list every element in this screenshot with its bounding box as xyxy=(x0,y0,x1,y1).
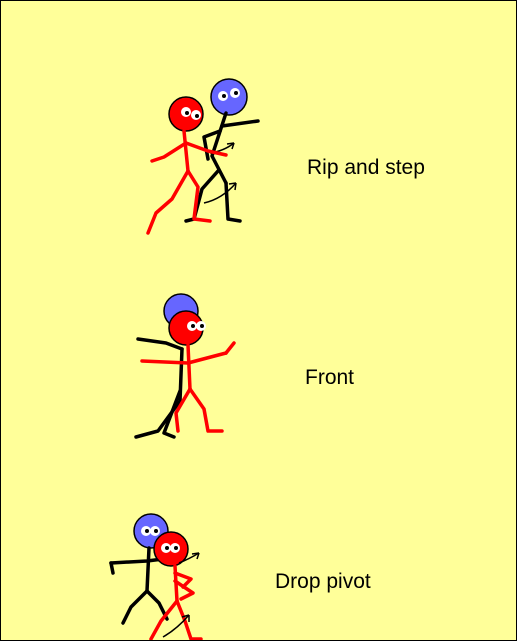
rip-and-step-illustration xyxy=(136,71,276,246)
move-label-front: Front xyxy=(305,367,354,388)
drop-pivot-illustration xyxy=(101,511,221,641)
red-player-figure xyxy=(148,97,226,233)
move-label-rip-and-step: Rip and step xyxy=(307,157,425,178)
move-label-drop-pivot: Drop pivot xyxy=(275,571,371,592)
front-illustration xyxy=(126,291,256,456)
blue-player-figure xyxy=(111,514,168,623)
red-player-figure xyxy=(142,311,234,431)
red-player-figure xyxy=(151,532,201,639)
